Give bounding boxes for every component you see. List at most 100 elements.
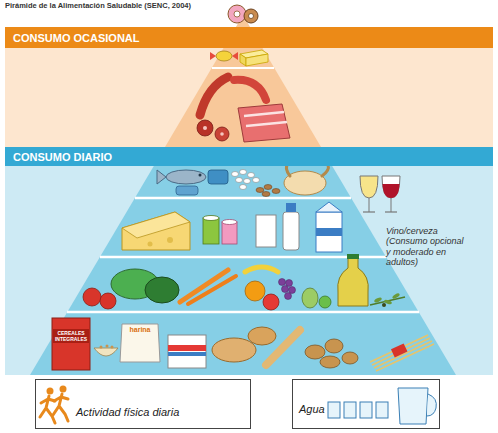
dairy-icon xyxy=(222,220,237,225)
protein-icon xyxy=(272,189,280,194)
protein-icon xyxy=(232,170,260,190)
sweets-icon xyxy=(246,54,268,66)
vegetables-fruit-icon xyxy=(279,279,296,300)
dairy-icon xyxy=(122,212,190,250)
dairy-icon xyxy=(283,212,299,250)
cereals-icon xyxy=(106,345,109,348)
vegetables-fruit-icon xyxy=(289,287,296,294)
vegetables-fruit-icon xyxy=(145,277,179,303)
protein-icon xyxy=(157,170,166,184)
background-region xyxy=(5,164,493,375)
protein-icon xyxy=(262,192,270,197)
dairy-icon xyxy=(203,218,219,244)
runner-icon xyxy=(53,394,68,421)
wine-glasses-icon xyxy=(391,198,392,212)
meat-icon xyxy=(238,104,290,142)
node-text: Agua xyxy=(299,403,325,416)
protein-icon xyxy=(236,178,243,183)
dairy-icon xyxy=(148,242,153,247)
olive-oil-icon xyxy=(374,292,401,305)
cereals-icon xyxy=(266,330,300,365)
dairy-icon xyxy=(122,202,342,252)
vegetables-fruit-icon xyxy=(285,293,292,300)
vegetables-fruit-icon xyxy=(245,267,278,272)
runner-icon xyxy=(60,386,67,393)
meat-icon xyxy=(215,127,229,141)
vegetables-fruit-icon xyxy=(319,296,331,308)
meat-icon xyxy=(244,112,287,126)
runner-icon xyxy=(47,388,54,395)
sweets-icon xyxy=(244,9,258,23)
cereals-icon xyxy=(168,352,206,356)
node-text: Actividad física diaria xyxy=(76,406,179,419)
protein-icon xyxy=(208,170,228,184)
pyramid xyxy=(135,197,351,200)
package-label: harina xyxy=(122,326,158,333)
wine-glasses-icon xyxy=(383,184,400,198)
pyramid xyxy=(30,15,456,375)
protein-icon xyxy=(244,179,251,184)
dairy-icon xyxy=(122,212,190,238)
node-text: CONSUMO DIARIO xyxy=(13,149,112,166)
vegetables-fruit-icon xyxy=(245,281,265,301)
dairy-icon xyxy=(316,228,342,236)
olive-oil-icon xyxy=(338,258,369,306)
runner-icon xyxy=(40,386,68,424)
cereals-icon xyxy=(248,327,276,345)
sweets-icon xyxy=(228,5,246,23)
cereals-icon xyxy=(320,356,340,368)
water-icon xyxy=(344,402,356,418)
protein-icon xyxy=(248,173,255,178)
cereals-icon xyxy=(376,344,434,371)
cereals-icon xyxy=(100,346,103,349)
water-icon xyxy=(360,402,372,418)
pyramid xyxy=(67,311,419,314)
cereals-icon xyxy=(53,329,89,343)
cereals-icon xyxy=(305,339,358,368)
protein-icon xyxy=(176,186,198,195)
water-icon xyxy=(427,394,436,416)
node-text: CONSUMO OCASIONAL xyxy=(13,29,140,48)
protein-icon xyxy=(157,164,328,197)
water-icon xyxy=(328,388,436,424)
meat-icon xyxy=(197,77,290,142)
vegetables-fruit-icon xyxy=(286,280,293,287)
dairy-icon xyxy=(286,203,296,212)
wine-glasses-icon xyxy=(382,176,400,198)
water-icon xyxy=(376,402,388,418)
protein-icon xyxy=(199,174,202,177)
cereals-icon xyxy=(52,318,434,371)
dairy-icon xyxy=(167,237,173,243)
runner-icon xyxy=(40,396,55,423)
cereals-icon xyxy=(168,345,206,351)
meat-icon xyxy=(200,77,228,115)
cereals-icon xyxy=(120,324,160,362)
protein-icon xyxy=(253,178,260,183)
wine-glasses-icon xyxy=(369,198,370,212)
water-icon xyxy=(328,402,340,418)
activity-box: Actividad física diaria xyxy=(35,379,251,429)
vegetables-fruit-icon xyxy=(263,294,279,310)
vegetables-fruit-icon xyxy=(100,293,116,309)
pyramid xyxy=(212,67,274,69)
cereals-icon xyxy=(111,346,114,349)
meat-icon xyxy=(234,80,266,100)
olive-oil-icon xyxy=(382,303,386,307)
cereals-icon xyxy=(391,343,407,357)
cereals-icon xyxy=(325,339,343,353)
dairy-icon xyxy=(256,215,276,247)
sweets-icon xyxy=(216,51,232,61)
band-header: CONSUMO DIARIO xyxy=(5,147,493,166)
dairy-icon xyxy=(203,216,219,221)
meat-icon xyxy=(197,120,213,136)
cereals-icon xyxy=(372,338,430,365)
band-header: CONSUMO OCASIONAL xyxy=(5,27,493,48)
protein-icon xyxy=(240,170,247,175)
sweets-icon xyxy=(232,52,238,60)
title: Pirámide de la Alimentación Saludable (S… xyxy=(5,1,191,10)
vegetables-fruit-icon xyxy=(279,279,286,286)
sweets-icon xyxy=(249,14,254,19)
